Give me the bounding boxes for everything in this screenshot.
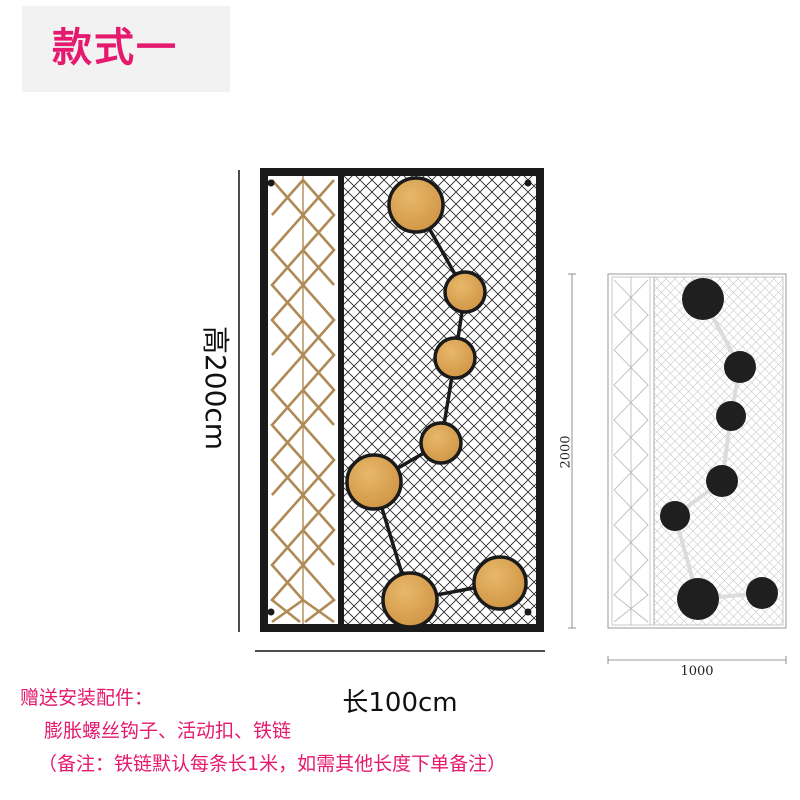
height-label: 高200cm: [199, 325, 232, 451]
rope-lattice: [270, 176, 336, 624]
accessories-notes: 赠送安装配件： 膨胀螺丝钩子、活动扣、铁链 （备注：铁链默认每条长1米，如需其他…: [20, 682, 506, 781]
small-width-label: 1000: [680, 664, 714, 679]
wood-disc-4: [419, 421, 463, 465]
wood-disc-3: [433, 336, 477, 380]
wooden-discs: [345, 176, 528, 629]
notes-heading: 赠送安装配件：: [20, 687, 154, 709]
wood-disc-6: [381, 571, 439, 629]
main-screen-frame: [260, 168, 544, 632]
notes-items: 膨胀螺丝钩子、活动扣、铁链: [44, 720, 292, 742]
wood-disc-1: [387, 176, 445, 234]
notes-remark: （备注：铁链默认每条长1米，如需其他长度下单备注）: [38, 753, 507, 775]
small-height-label: 2000: [558, 435, 574, 469]
small-screen-diagram: [568, 273, 787, 664]
width-label: 长100cm: [342, 688, 458, 718]
wood-disc-2: [443, 270, 487, 314]
title-background: [22, 6, 230, 92]
page-title: 款式一: [52, 25, 178, 71]
wood-disc-5: [345, 453, 403, 511]
wood-disc-7: [472, 555, 528, 611]
